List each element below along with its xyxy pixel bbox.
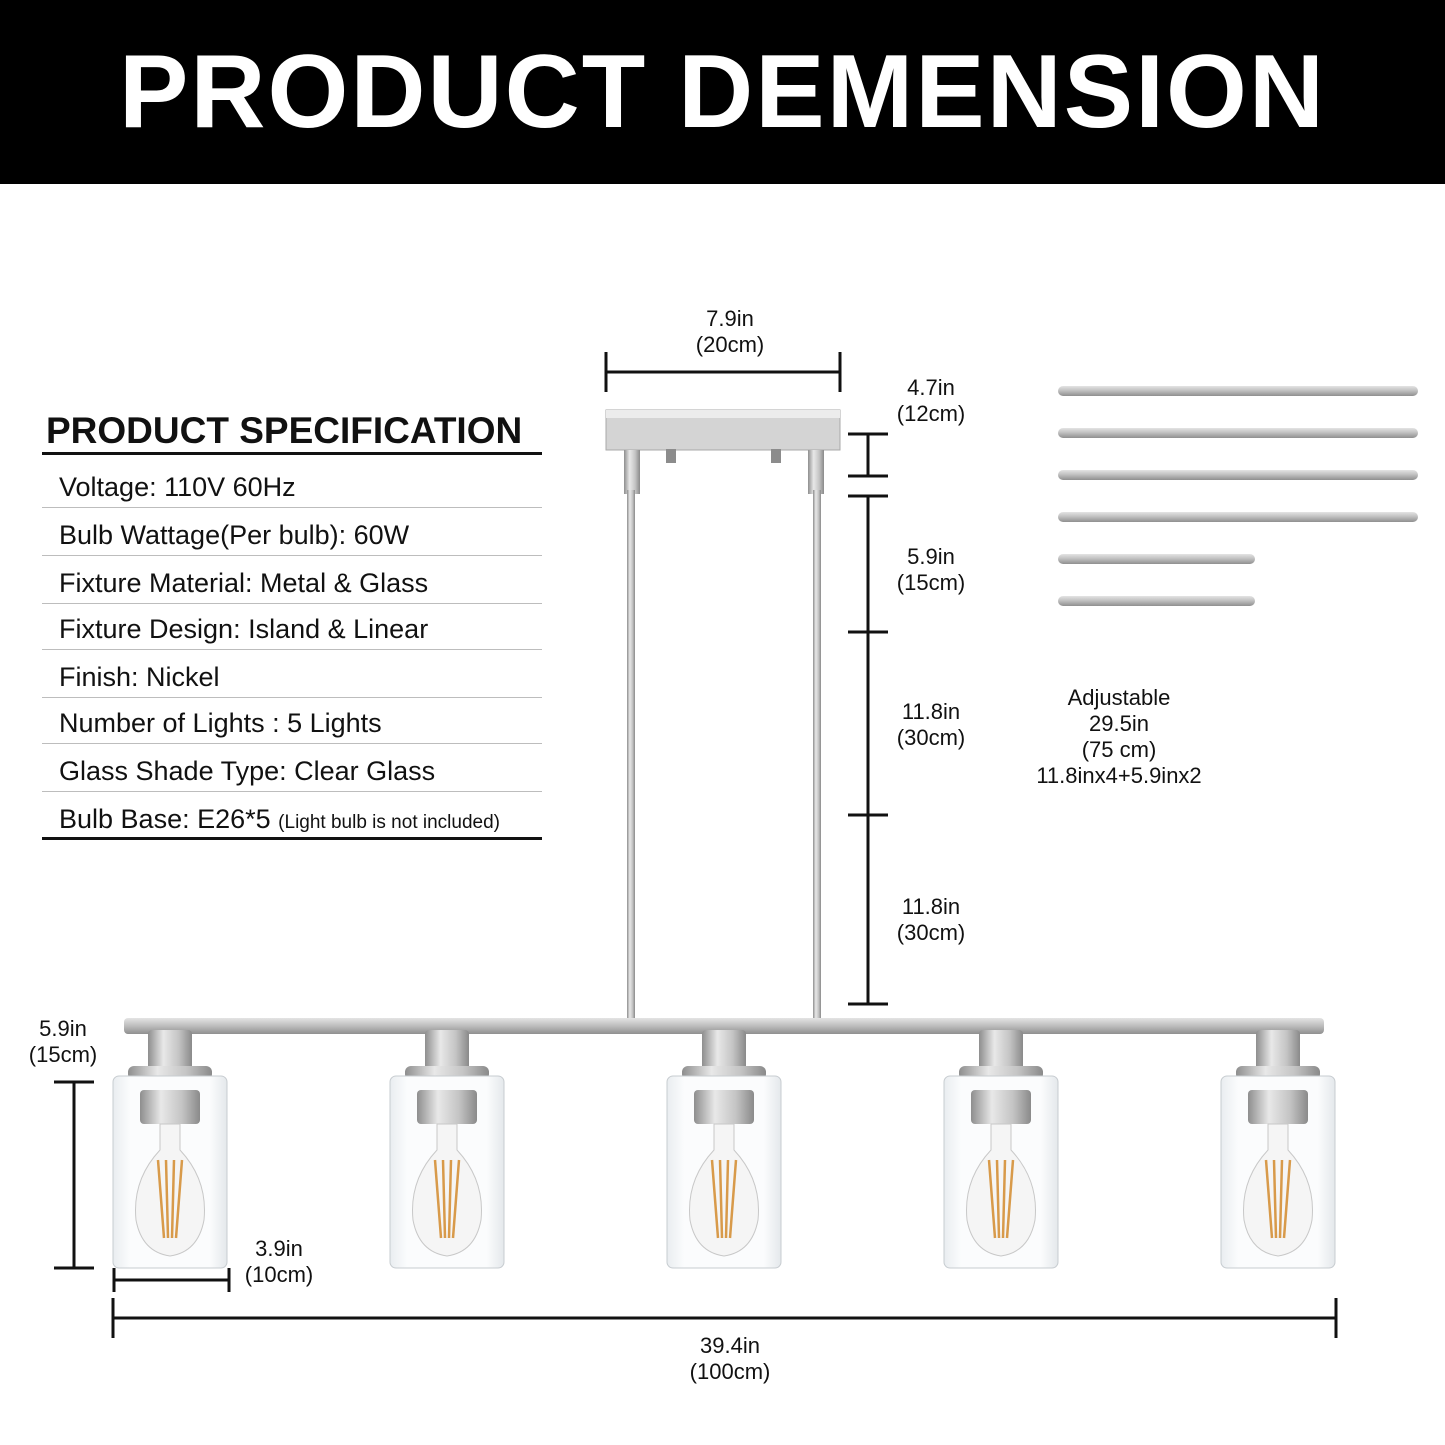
- light-3: [666, 1030, 782, 1269]
- spec-row-finish: Finish: Nickel: [42, 652, 542, 698]
- spec-row-glass: Glass Shade Type: Clear Glass: [42, 746, 542, 792]
- dim-canopy-height: 4.7in (12cm): [896, 375, 966, 426]
- spec-title: PRODUCT SPECIFICATION: [46, 410, 523, 451]
- dim-rod-1: 5.9in (15cm): [896, 544, 966, 595]
- hanging-rod-right: [813, 490, 821, 1020]
- dimline-canopy-width: [604, 352, 842, 392]
- dimline-shade-height: [54, 1080, 94, 1270]
- spec-title-rule: [42, 452, 542, 455]
- spec-row-wattage: Bulb Wattage(Per bulb): 60W: [42, 510, 542, 556]
- spec-row-lights: Number of Lights : 5 Lights: [42, 698, 542, 744]
- dim-shade-width: 3.9in (10cm): [244, 1236, 314, 1287]
- dim-shade-height: 5.9in (15cm): [28, 1016, 98, 1067]
- header-banner: PRODUCT DEMENSION: [0, 0, 1445, 184]
- dimline-shade-width: [112, 1268, 231, 1292]
- rod-short-1: [1058, 554, 1255, 564]
- hanging-rod-left: [627, 490, 635, 1020]
- dimline-canopy-height: [848, 432, 888, 478]
- spec-row-design: Fixture Design: Island & Linear: [42, 604, 542, 650]
- spec-bulb-note: (Light bulb is not included): [278, 812, 500, 833]
- dim-rod-2: 11.8in (30cm): [896, 699, 966, 750]
- canopy: [605, 409, 841, 494]
- light-5: [1220, 1030, 1336, 1269]
- spec-row-material: Fixture Material: Metal & Glass: [42, 558, 542, 604]
- light-2: [389, 1030, 505, 1269]
- rod-long-1: [1058, 386, 1418, 396]
- spec-row-voltage: Voltage: 110V 60Hz: [42, 462, 542, 508]
- rod-long-2: [1058, 428, 1418, 438]
- light-4: [943, 1030, 1059, 1269]
- rod-short-2: [1058, 596, 1255, 606]
- spec-row-bulb-base: Bulb Base: E26*5 (Light bulb is not incl…: [42, 794, 542, 840]
- dim-rod-3: 11.8in (30cm): [896, 894, 966, 945]
- dim-canopy-width: 7.9in (20cm): [695, 306, 765, 357]
- rod-long-3: [1058, 470, 1418, 480]
- rods-adjustable-label: Adjustable 29.5in (75 cm) 11.8inx4+5.9in…: [1036, 685, 1202, 788]
- main-bar: [124, 1018, 1324, 1034]
- dimline-total-width: [111, 1298, 1338, 1338]
- dimline-rod-stack: [848, 494, 888, 1006]
- page-title: PRODUCT DEMENSION: [119, 33, 1326, 150]
- rod-long-4: [1058, 512, 1418, 522]
- light-1: [112, 1030, 228, 1269]
- extension-rods: [1058, 386, 1418, 606]
- dim-total-width: 39.4in (100cm): [689, 1333, 771, 1384]
- spec-bulb-base-text: Bulb Base: E26*5: [59, 804, 271, 834]
